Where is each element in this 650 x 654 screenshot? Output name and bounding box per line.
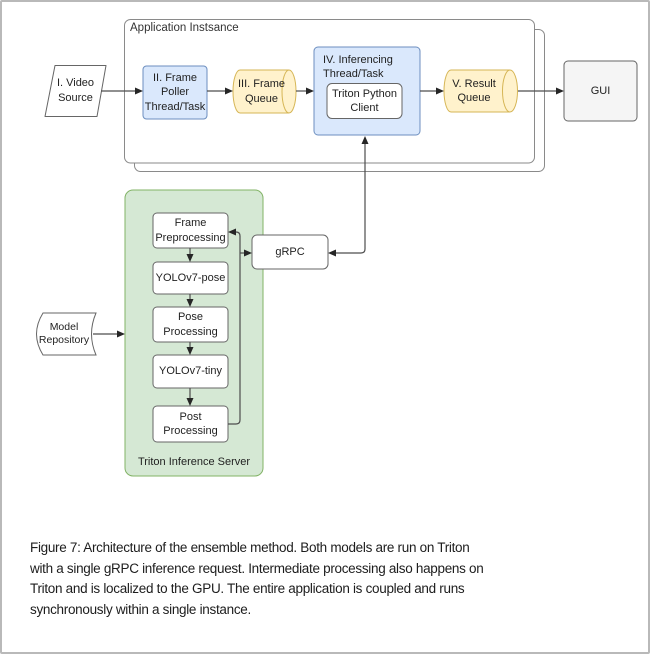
- architecture-diagram: Application Instsance I. Video Source II…: [2, 2, 648, 532]
- diagram-canvas: [36, 19, 638, 477]
- caption-line: Figure 7: Architecture of the ensemble m…: [30, 540, 470, 555]
- arrow-postprocessing-to-preprocessing: [228, 228, 241, 425]
- gui-box: [563, 60, 638, 122]
- frame-preprocessing-box: [152, 212, 229, 249]
- arrow-branch-to-grpc: [240, 249, 252, 257]
- video-source-shape: [44, 65, 107, 117]
- triton-python-client-box: [326, 83, 403, 119]
- yolov7-pose-box: [152, 261, 229, 295]
- yolov7-tiny-box: [152, 354, 229, 389]
- pose-processing-box: [152, 306, 229, 343]
- caption-line: with a single gRPC inference request. In…: [30, 560, 484, 576]
- model-repository-shape: [36, 312, 97, 356]
- caption-line: Triton and is localized to the GPU. The …: [30, 581, 465, 597]
- figure-caption: Figure 7: Architecture of the ensemble m…: [30, 538, 635, 620]
- arrow-client-grpc-bidirectional: [328, 136, 369, 257]
- arrow-preprocessing-to-yolopose: [186, 248, 194, 262]
- result-queue-cylinder: [443, 69, 518, 113]
- arrow-yolotiny-to-postprocessing: [186, 388, 194, 406]
- frame-queue-cylinder: [232, 69, 297, 114]
- arrow-frame-queue-to-inferencing: [296, 87, 314, 95]
- post-processing-box: [152, 405, 229, 443]
- arrow-result-queue-to-gui: [518, 87, 564, 95]
- arrow-yolopose-to-poseprocessing: [186, 294, 194, 307]
- connectors: [93, 87, 564, 425]
- arrow-inferencing-to-result-queue: [420, 87, 444, 95]
- arrow-model-repo-to-server: [93, 330, 125, 338]
- caption-line: synchronously within a single instance.: [30, 601, 251, 617]
- frame-poller-box: [142, 65, 208, 120]
- arrow-poseprocessing-to-yolotiny: [186, 342, 194, 355]
- grpc-box: [251, 234, 329, 270]
- arrow-poller-to-frame-queue: [207, 87, 233, 95]
- arrow-video-to-poller: [101, 87, 143, 95]
